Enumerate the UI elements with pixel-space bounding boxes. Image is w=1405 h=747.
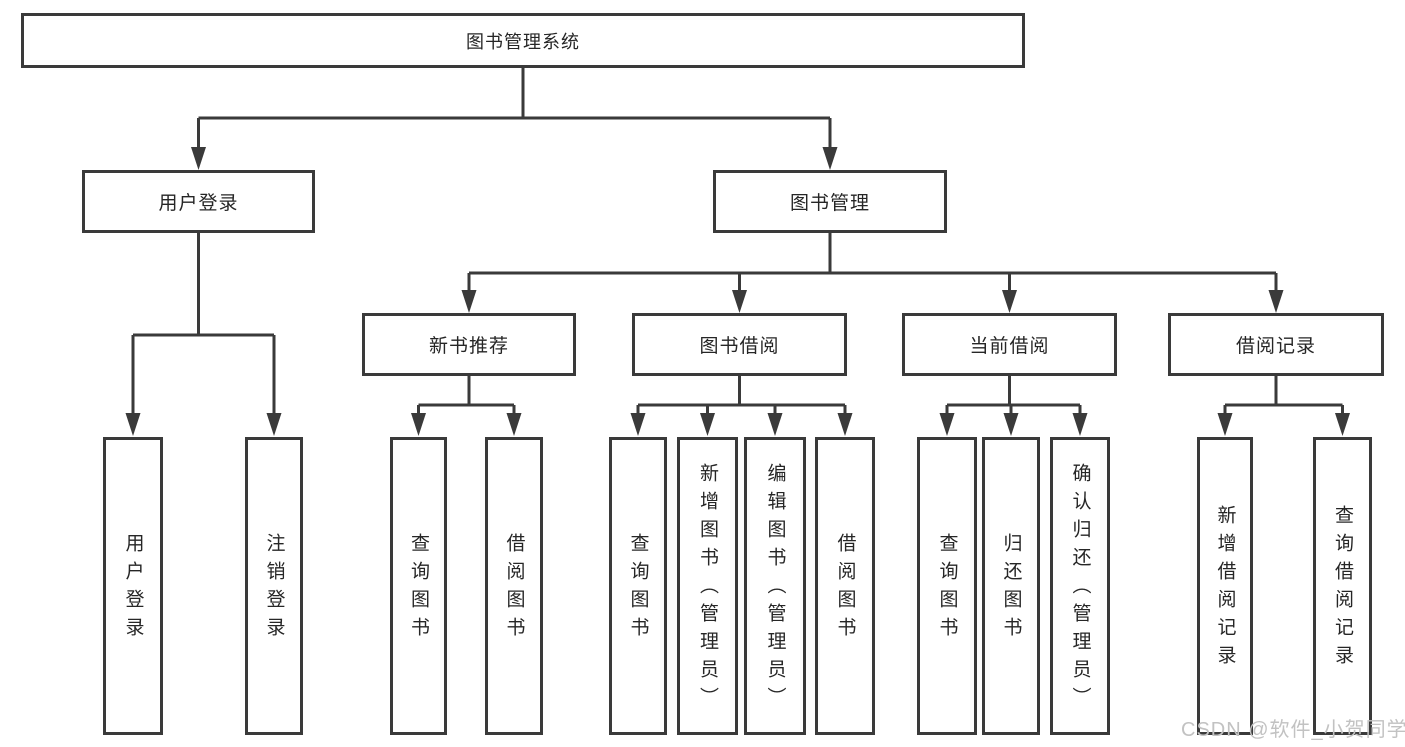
leaf-confirm-return-admin: 确认归还（管理员）	[1050, 437, 1110, 735]
node-book-management: 图书管理	[713, 170, 947, 233]
leaf-add-book-admin: 新增图书（管理员）	[677, 437, 738, 735]
node-library-management-system: 图书管理系统	[21, 13, 1025, 68]
connector-borrow-records-children	[1217, 374, 1350, 436]
leaf-query-borrow-record: 查询借阅记录	[1313, 437, 1372, 735]
leaf-recommend-borrow-books: 借阅图书	[485, 437, 543, 735]
leaf-borrow-books: 借阅图书	[815, 437, 875, 735]
node-current-borrow: 当前借阅	[902, 313, 1117, 376]
connector-new-book-recommend-children	[411, 374, 522, 436]
watermark: CSDN @软件_小贺同学	[1181, 719, 1405, 741]
leaf-current-query-books: 查询图书	[917, 437, 977, 735]
node-book-borrow: 图书借阅	[632, 313, 847, 376]
node-user-login: 用户登录	[82, 170, 315, 233]
connector-user-login-children	[125, 231, 282, 436]
leaf-add-borrow-record: 新增借阅记录	[1197, 437, 1253, 735]
node-new-book-recommend: 新书推荐	[362, 313, 576, 376]
connector-root-to-level2	[191, 66, 838, 170]
leaf-return-books: 归还图书	[982, 437, 1040, 735]
connector-current-borrow-children	[939, 374, 1088, 436]
leaf-recommend-query-books: 查询图书	[390, 437, 447, 735]
leaf-edit-book-admin: 编辑图书（管理员）	[744, 437, 806, 735]
connector-book-management-children	[461, 231, 1284, 313]
leaf-user-login: 用户登录	[103, 437, 163, 735]
leaf-borrow-query-books: 查询图书	[609, 437, 667, 735]
connector-book-borrow-children	[630, 374, 853, 436]
leaf-logout: 注销登录	[245, 437, 303, 735]
node-borrow-records: 借阅记录	[1168, 313, 1384, 376]
